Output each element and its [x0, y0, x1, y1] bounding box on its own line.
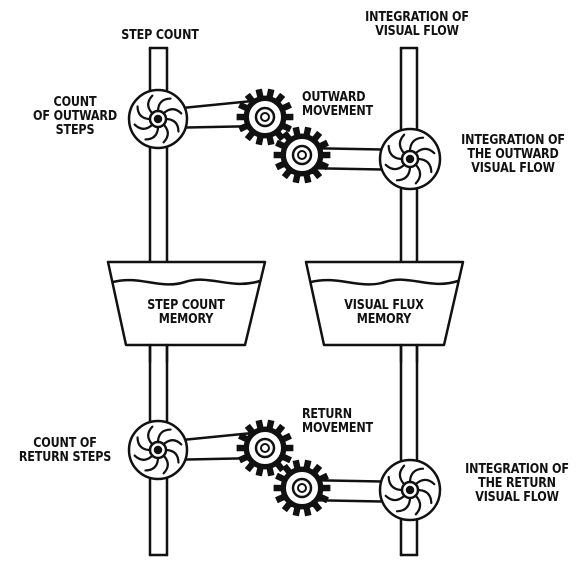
return-visual-flow-wheel	[378, 458, 442, 522]
label-step-count-memory: STEP COUNT MEMORY	[147, 298, 225, 327]
label-integration-outward-visual-flow: INTEGRATION OF THE OUTWARD VISUAL FLOW	[461, 133, 565, 176]
label-integration-return-visual-flow: INTEGRATION OF THE RETURN VISUAL FLOW	[465, 462, 569, 505]
return-step-wheel	[127, 419, 189, 481]
visual-flux-memory-container	[304, 260, 465, 364]
label-step-count: STEP COUNT	[121, 28, 199, 43]
outward-step-wheel	[127, 88, 189, 150]
step-count-memory-container	[106, 260, 267, 364]
outward-visual-flow-wheel	[378, 127, 442, 191]
label-count-return-steps: COUNT OF RETURN STEPS	[18, 436, 112, 465]
label-return-movement: RETURN MOVEMENT	[302, 407, 373, 436]
label-count-outward-steps: COUNT OF OUTWARD STEPS	[33, 95, 117, 138]
outward-gear-lower	[273, 126, 331, 184]
outward-gear-upper	[236, 88, 294, 146]
label-integration-visual-flow: INTEGRATION OF VISUAL FLOW	[365, 10, 469, 39]
return-gear-lower	[273, 459, 331, 517]
label-visual-flux-memory: VISUAL FLUX MEMORY	[344, 298, 424, 327]
label-outward-movement: OUTWARD MOVEMENT	[302, 90, 373, 119]
